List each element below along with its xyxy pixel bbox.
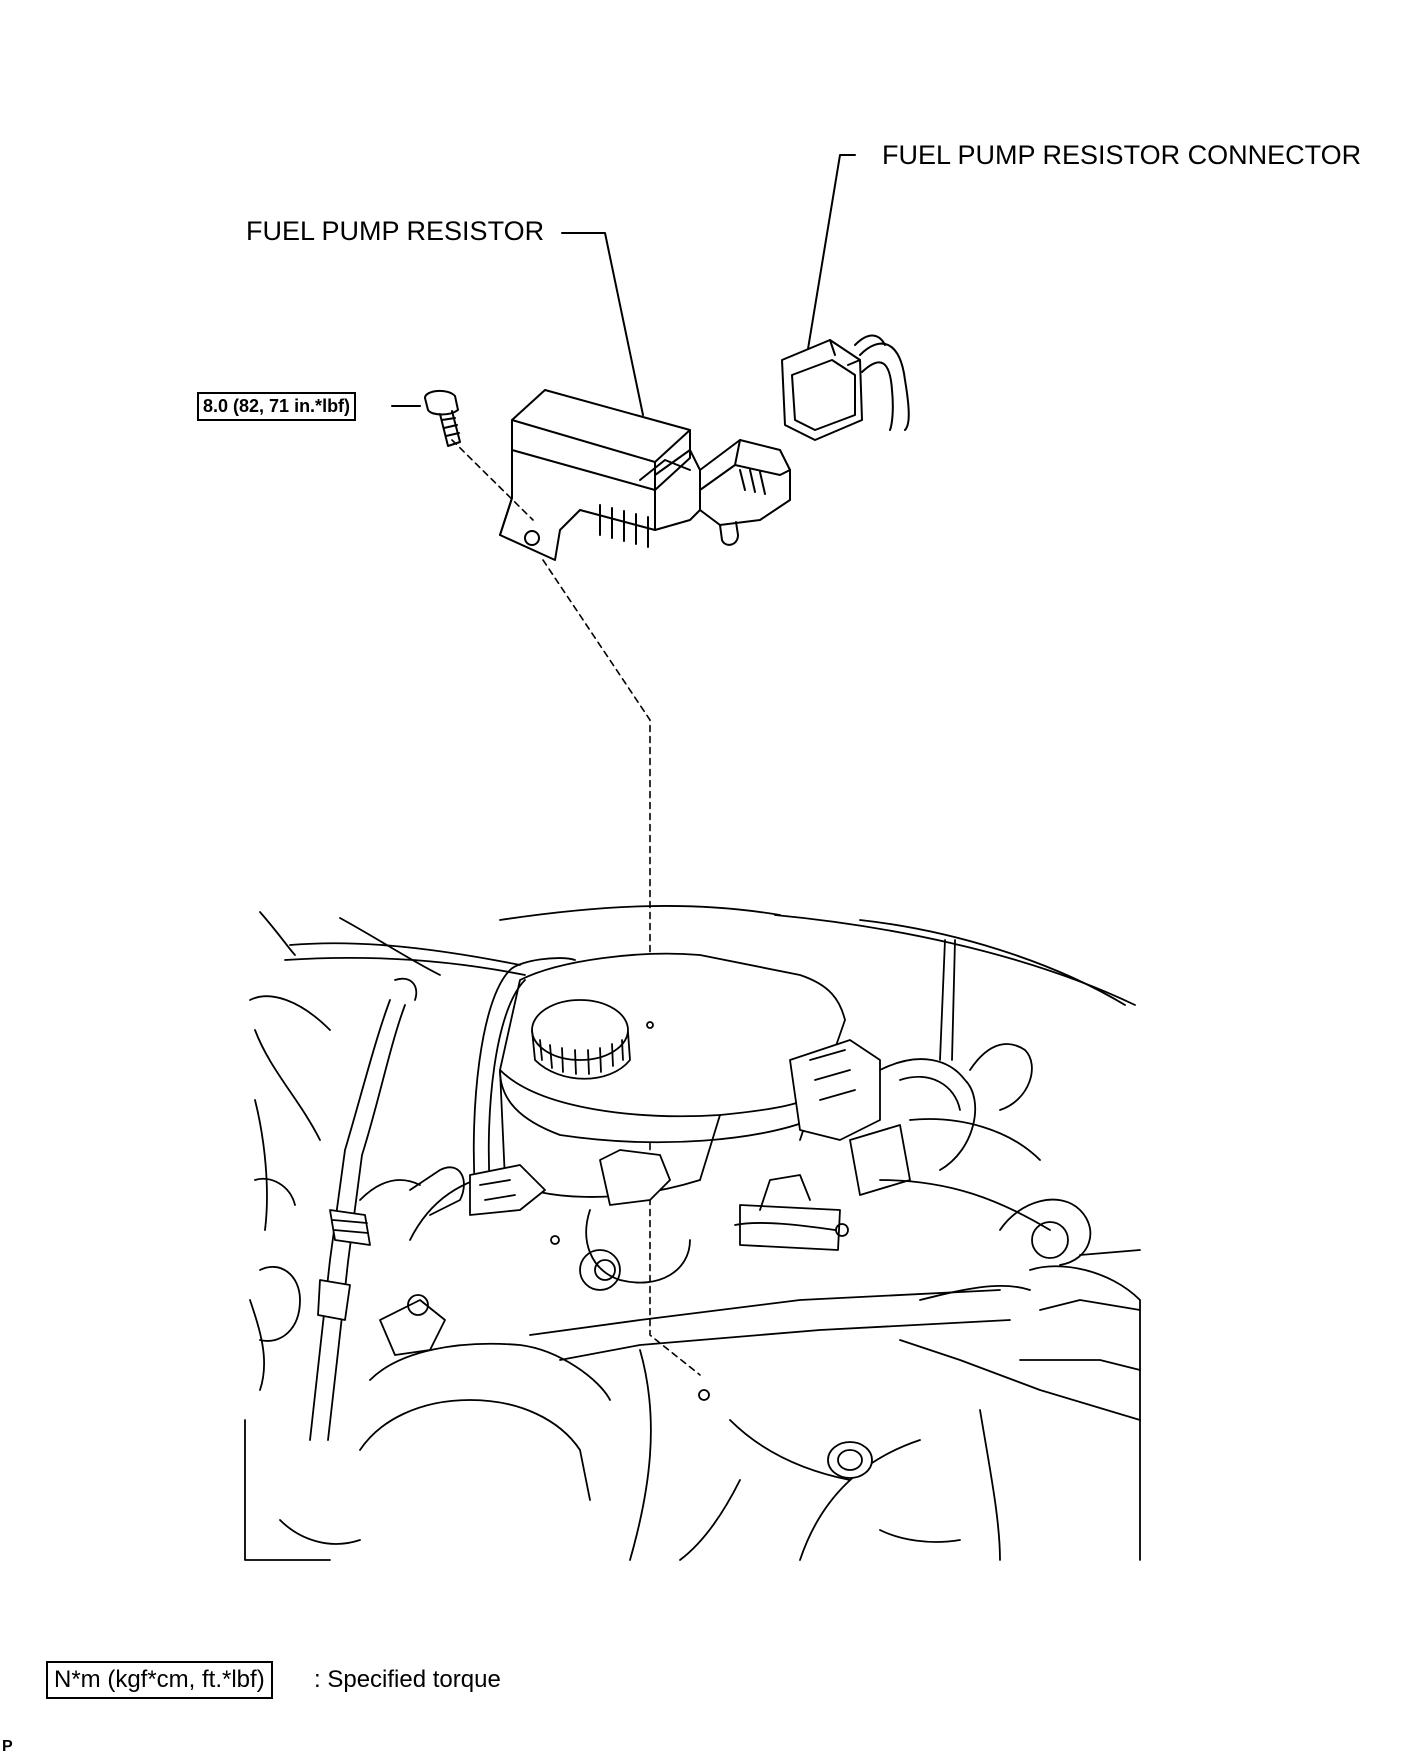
- resistor-connector-icon: [699, 439, 791, 546]
- bolt-icon: [424, 390, 461, 447]
- fuel-pump-resistor-label: FUEL PUMP RESISTOR: [246, 216, 545, 246]
- connector-leader-line: [806, 154, 856, 356]
- torque-unit-legend-description: : Specified torque: [314, 1666, 501, 1693]
- corner-mark: P: [2, 1738, 13, 1755]
- fuel-pump-resistor-icon: [499, 389, 701, 561]
- bolt-to-bracket-dashed-line: [451, 439, 534, 521]
- bolt-torque-value: 8.0 (82, 71 in.*lbf): [197, 392, 357, 421]
- engine-compartment-drawing: [244, 905, 1141, 1561]
- torque-unit-legend-box: N*m (kgf*cm, ft.*lbf): [46, 1661, 273, 1699]
- assembly-dashed-lines: [451, 439, 701, 1376]
- leader-lines: [391, 154, 856, 416]
- fuel-pump-resistor-connector-label: FUEL PUMP RESISTOR CONNECTOR: [882, 140, 1362, 170]
- fuel-pump-resistor-connector-icon: [781, 334, 910, 441]
- resistor-leader-line: [561, 232, 644, 416]
